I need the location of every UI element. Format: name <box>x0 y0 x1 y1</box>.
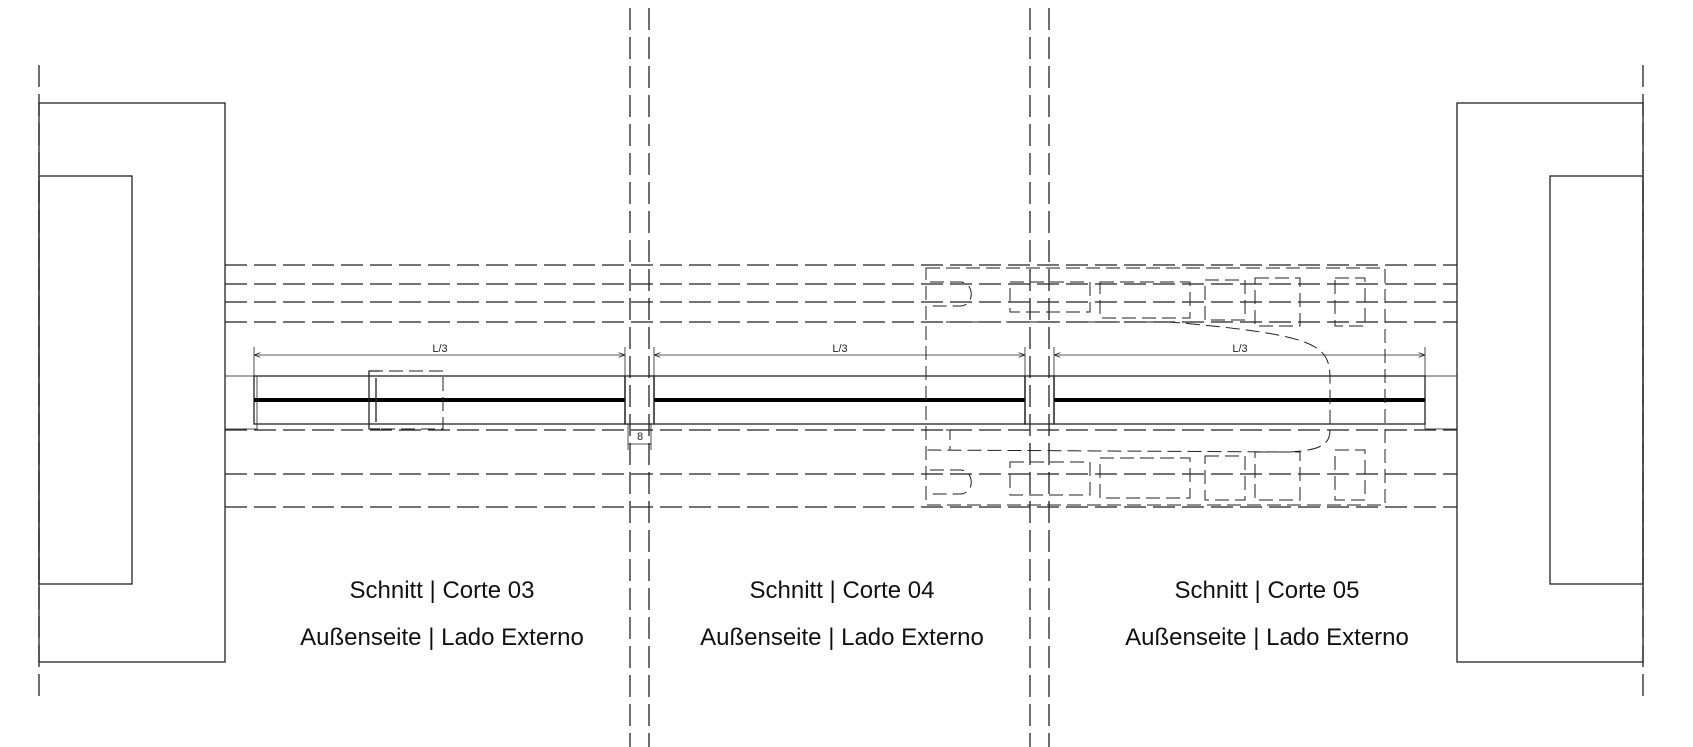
guide-lines <box>225 264 1457 508</box>
joint-1 <box>624 375 655 425</box>
joint-2 <box>1024 375 1055 425</box>
section-05-subtitle: Außenseite | Lado Externo <box>1125 624 1409 651</box>
profile-outline <box>925 267 1386 506</box>
dim-label-03: L/3 <box>432 343 447 355</box>
clip-bracket <box>368 370 444 430</box>
dim-label-05: L/3 <box>1232 343 1247 355</box>
section-05-title: Schnitt | Corte 05 <box>1175 577 1360 604</box>
section-03-title: Schnitt | Corte 03 <box>350 577 535 604</box>
joint-lines <box>629 8 1050 747</box>
section-04-subtitle: Außenseite | Lado Externo <box>700 624 984 651</box>
right-wall <box>1424 65 1644 700</box>
joint-dimension: 8 <box>637 431 643 443</box>
left-wall <box>38 65 258 700</box>
dim-label-04: L/3 <box>832 343 847 355</box>
panels <box>253 375 1426 425</box>
section-04-title: Schnitt | Corte 04 <box>750 577 935 604</box>
section-03-subtitle: Außenseite | Lado Externo <box>300 624 584 651</box>
dimensions <box>253 347 1426 450</box>
